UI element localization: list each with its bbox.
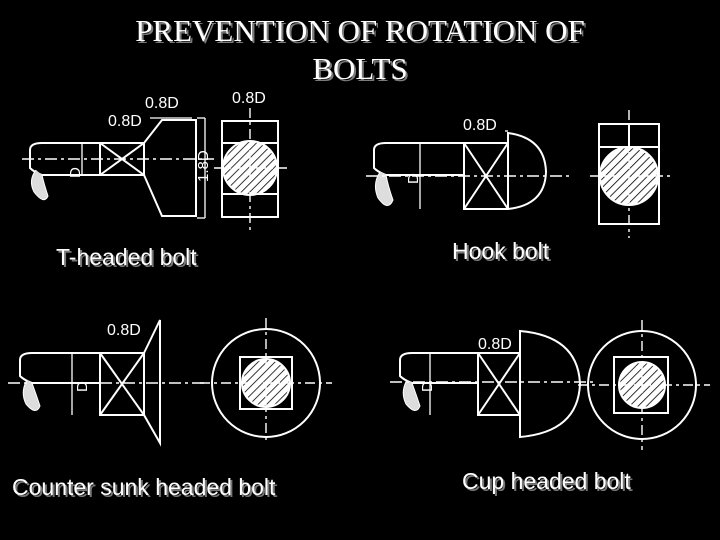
page-title: PREVENTION OF ROTATION OF BOLTS <box>40 12 680 88</box>
caption-t-headed-bolt: T-headed bolt <box>56 244 197 270</box>
caption-cup-headed-bolt: Cup headed bolt <box>462 468 631 494</box>
cup-dia-dim: D <box>419 381 436 392</box>
t-dia-dim: D <box>67 167 84 178</box>
hook-head-dim: 0.8D <box>463 117 497 134</box>
cs-neck-dim: 0.8D <box>107 322 141 339</box>
hook-bolt-drawing <box>366 110 670 238</box>
cs-dia-dim: D <box>74 381 91 392</box>
hook-dia-dim: D <box>405 173 422 184</box>
title-line-1: PREVENTION OF ROTATION OF <box>135 13 585 48</box>
title-line-2: BOLTS <box>312 51 408 86</box>
t-neck-dim: 0.8D <box>108 113 142 130</box>
caption-hook-bolt: Hook bolt <box>452 238 550 264</box>
t-head-top-dim: 0.8D <box>145 95 179 112</box>
cup-neck-dim: 0.8D <box>478 336 512 353</box>
t-height-dim: 1.8D <box>195 150 212 182</box>
cup-headed-bolt-drawing <box>390 320 710 450</box>
t-headed-bolt-drawing <box>22 108 290 230</box>
countersunk-bolt-drawing <box>8 318 332 447</box>
caption-countersunk-bolt: Counter sunk headed bolt <box>12 474 276 500</box>
t-head-width-dim: 0.8D <box>232 90 266 107</box>
